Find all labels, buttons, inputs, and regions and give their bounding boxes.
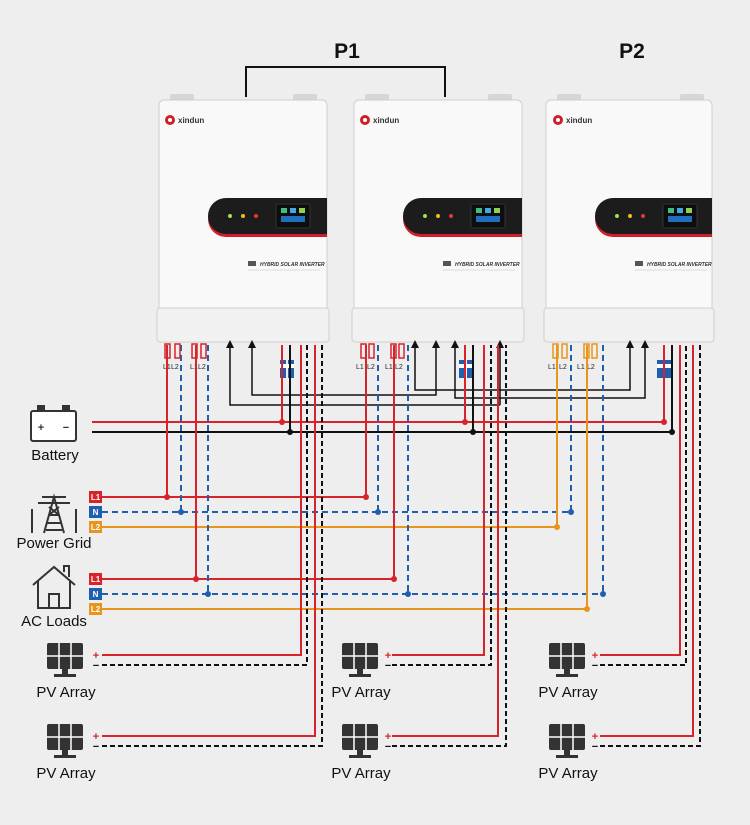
- solar-panel-icon: [342, 724, 378, 758]
- pv-plus-sign: +: [592, 731, 598, 743]
- inverter-2-brand: xindun: [373, 116, 399, 125]
- pv-minus-sign: −: [93, 741, 99, 753]
- pv-array-label: PV Array: [331, 684, 391, 701]
- ac-terminal-tabs: [164, 343, 598, 359]
- inverter-2-l1-terminal-a: L1: [356, 364, 364, 371]
- battery-bus-junctions: [279, 419, 675, 435]
- house-icon: [32, 565, 76, 609]
- loads-bus: [102, 345, 604, 610]
- loads-l1-tag: L1: [91, 575, 101, 584]
- battery-plus-sign: +: [38, 422, 44, 434]
- pv-array-label: PV Array: [538, 684, 598, 701]
- grid-l1-tag: L1: [91, 493, 101, 502]
- pv-plus-sign: +: [93, 650, 99, 662]
- inverter-1-l2-terminal-b: L2: [198, 364, 206, 371]
- grid-bus: [102, 345, 572, 528]
- grid-bus-junctions: [164, 494, 574, 530]
- inverter-3: xindun HYBRID SOLAR INVERTER L1 L2 L1 L2: [543, 94, 715, 378]
- grid-n-tag: N: [93, 508, 99, 517]
- solar-panel-icon: [47, 643, 83, 677]
- inverter-3-brand: xindun: [566, 116, 592, 125]
- pv-plus-sign: +: [93, 731, 99, 743]
- solar-panel-icon: [549, 724, 585, 758]
- inverter-2-l1-terminal-b: L1: [385, 364, 393, 371]
- pv-minus-sign: −: [93, 660, 99, 672]
- solar-panel-icon: [47, 724, 83, 758]
- pv-minus-sign: −: [385, 660, 391, 672]
- parallel-communication-cables: [229, 345, 646, 406]
- battery-minus-sign: −: [63, 422, 69, 434]
- loads-bus-junctions: [193, 576, 606, 612]
- pv-minus-sign: −: [592, 660, 598, 672]
- loads-n-tag: N: [93, 590, 99, 599]
- battery-label: Battery: [31, 447, 79, 464]
- inverter-3-l1-terminal-b: L1: [577, 364, 585, 371]
- inverter-2-l2-terminal-a: L2: [367, 364, 375, 371]
- pv-minus-sign: −: [592, 741, 598, 753]
- inverter-1-model: HYBRID SOLAR INVERTER: [260, 262, 325, 268]
- inverter-3-model: HYBRID SOLAR INVERTER: [647, 262, 712, 268]
- inverter-1-l1-terminal-b: L1: [190, 364, 198, 371]
- pv-array-label: PV Array: [331, 765, 391, 782]
- pv-minus-sign: −: [385, 741, 391, 753]
- pv-wiring: [102, 345, 701, 747]
- inverter-1: xindun HYBRID SOLAR INVERTER L1 L2 L1 L2: [156, 94, 330, 378]
- loads-l2-tag: L2: [91, 605, 101, 614]
- pv-plus-sign: +: [592, 650, 598, 662]
- loads-phase-tags: [89, 573, 102, 615]
- pv-plus-sign: +: [385, 731, 391, 743]
- power-grid-label: Power Grid: [16, 535, 91, 552]
- pv-array-label: PV Array: [36, 765, 96, 782]
- p1-bracket: [245, 66, 446, 97]
- inverter-2: xindun HYBRID SOLAR INVERTER L1 L2 L1 L2: [351, 94, 525, 378]
- inverter-2-model: HYBRID SOLAR INVERTER: [455, 262, 520, 268]
- pv-array-label: PV Array: [538, 765, 598, 782]
- grid-phase-tags: [89, 491, 102, 533]
- battery-icon: + −: [30, 405, 77, 442]
- grid-l2-tag: L2: [91, 523, 101, 532]
- pv-plus-sign: +: [385, 650, 391, 662]
- inverter-2-l2-terminal-b: L2: [395, 364, 403, 371]
- solar-panel-icon: [549, 643, 585, 677]
- pv-array-label: PV Array: [36, 684, 96, 701]
- inverter-3-l2-terminal-b: L2: [587, 364, 595, 371]
- p1-label: P1: [334, 40, 360, 63]
- inverter-3-l1-terminal-a: L1: [548, 364, 556, 371]
- ac-loads-label: AC Loads: [21, 613, 87, 630]
- inverter-3-l2-terminal-a: L2: [559, 364, 567, 371]
- solar-panel-icon: [342, 643, 378, 677]
- inverter-1-brand: xindun: [178, 116, 204, 125]
- battery-bus: [92, 345, 673, 433]
- p2-label: P2: [619, 40, 645, 63]
- power-tower-icon: [31, 493, 77, 534]
- inverter-1-l2-terminal-a: L2: [171, 364, 179, 371]
